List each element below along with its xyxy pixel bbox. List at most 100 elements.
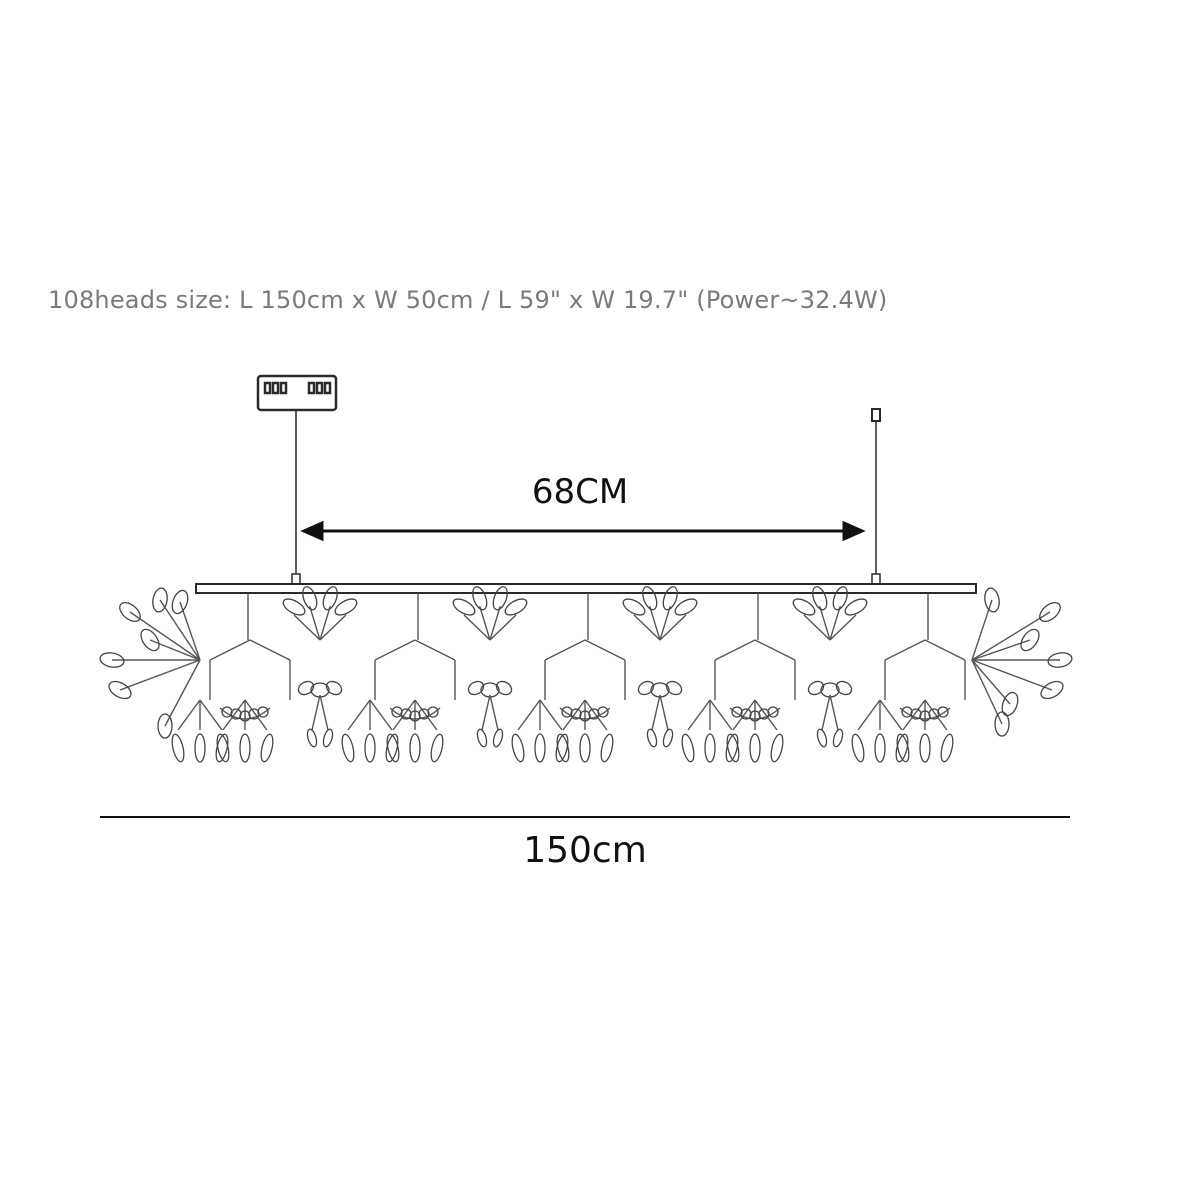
leaf-bulb [731,706,743,718]
branch-stem [819,606,831,641]
leaf-bulb [430,733,444,763]
leaf-bulb [409,733,421,763]
leaf-bulb [674,598,698,616]
branch-stem [821,694,831,731]
leaf-bulb [322,586,338,611]
leaf-bulb [472,586,488,611]
leaf-bulb [257,706,269,718]
branch-stem [119,659,201,691]
leaf-bulb [597,706,609,718]
branch-stem [347,699,371,731]
leaf-bulb [171,589,189,615]
leaf-bulb [322,728,334,748]
branch-stem [489,606,501,641]
leaf-bulb [306,728,318,748]
leaf-bulb [874,733,886,763]
branch-stem [584,699,608,731]
leaf-bulb [427,706,439,718]
branch-stem [829,606,841,641]
branch-array [99,586,1073,763]
leaf-bulb [662,728,674,748]
branch-stem [481,694,491,731]
branch-stem [829,614,857,641]
branch-stem [129,611,201,661]
leaf-bulb [386,733,400,763]
leaf-bulb [476,728,488,748]
branch-stem [633,614,661,641]
leaf-bulb [770,733,784,763]
branch-stem [924,699,948,731]
branch-stem [971,611,1051,661]
leaf-bulb [662,586,678,611]
branch-stem [971,659,1053,691]
leaf-bulb [297,680,315,696]
chandelier-bar [195,583,977,594]
leaf-bulb [919,733,931,763]
branch-stem [687,699,711,731]
branch-stem [754,639,796,661]
leaf-bulb [561,706,573,718]
leaf-bulb [452,598,476,616]
leaf-bulb [637,680,655,696]
leaf-bulb [194,733,206,763]
leaf-bulb [994,711,1010,737]
branch-stem [489,614,517,641]
branch-stem [374,639,416,661]
leaf-bulb [937,706,949,718]
branch-stem [659,614,687,641]
branch-stem [659,694,669,731]
branch-stem [414,639,456,661]
leaf-bulb [901,706,913,718]
branch-stem [884,639,926,661]
branch-stem [489,694,499,731]
branch-arc [219,707,271,720]
branch-arc [899,707,951,720]
branch-stem [199,699,223,731]
leaf-bulb [119,601,141,623]
leaf-bulb [579,733,591,763]
leaf-bulb [334,598,358,616]
ceiling-anchor [871,408,881,422]
span-dimension-arrow [300,520,866,542]
branch-stem [209,639,251,661]
branch-stem [714,639,756,661]
branch-stem [902,699,926,731]
branch-stem [414,699,438,731]
cable-clamp-right [871,573,881,585]
leaf-bulb [1040,680,1064,700]
leaf-bulb [325,680,343,696]
branch-stem [562,699,586,731]
leaf-bulb [851,733,865,763]
leaf-bulb [1047,652,1073,668]
leaf-bulb [704,733,716,763]
leaf-bulb [600,733,614,763]
leaf-bulb [1039,601,1061,623]
leaf-bulb [467,680,485,696]
leaf-bulb [140,628,160,652]
branch-stem [829,694,839,731]
leaf-bulb [665,680,683,696]
branch-stem [924,639,966,661]
leaf-bulb [807,680,825,696]
branch-arc [559,707,611,720]
leaf-bulb [812,586,828,611]
branch-stem [319,606,331,641]
leaf-bulb [749,733,761,763]
leaf-bulb [556,733,570,763]
leaf-bulb [1020,628,1040,652]
leaf-bulb [622,598,646,616]
branch-stem [651,694,661,731]
branch-stem [754,699,778,731]
leaf-bulb [391,706,403,718]
leaf-bulb [984,587,1000,613]
leaf-bulb [108,680,132,700]
leaf-bulb [239,733,251,763]
branch-arc [729,707,781,720]
ceiling-canopy [256,374,338,412]
branch-stem [517,699,541,731]
span-dimension-label: 68CM [531,472,629,512]
branch-stem [971,639,1031,661]
branch-arc [389,707,441,720]
